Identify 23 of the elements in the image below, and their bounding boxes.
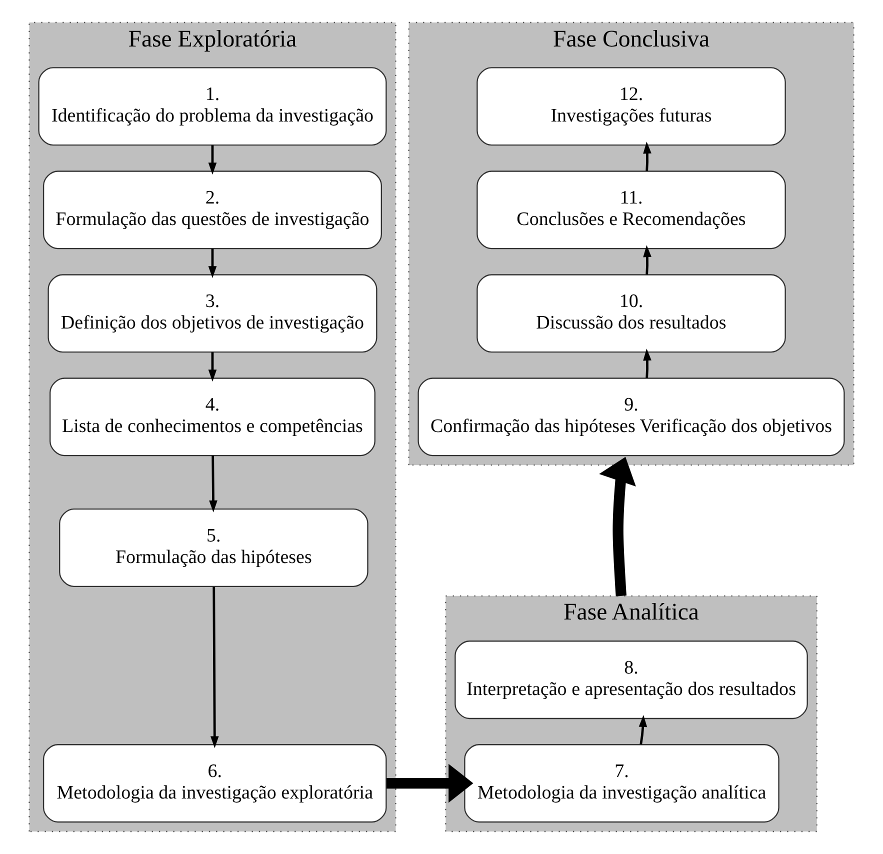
node-box: 3. Definição dos objetivos de investigação <box>48 274 378 353</box>
node-box: 1. Identificação do problema da investigação <box>38 67 387 146</box>
arrow <box>643 142 652 172</box>
arrow <box>599 456 636 596</box>
node-box: 11. Conclusões e Recomendações <box>476 170 786 250</box>
arrow <box>208 352 217 382</box>
arrow <box>638 715 648 745</box>
node-box: 7. Metodologia da investigação analítica <box>464 744 780 823</box>
arrow <box>208 248 217 278</box>
arrow <box>386 764 474 803</box>
arrow <box>643 348 652 378</box>
node-box: 2. Formulação das questões de investigação <box>42 170 382 250</box>
node-box: 6. Metodologia da investigação exploratória <box>42 744 387 823</box>
arrow <box>210 586 219 748</box>
node-box: 5. Formulação das hipóteses <box>59 508 368 587</box>
node-box: 12. Investigações futuras <box>476 67 786 146</box>
arrow <box>209 456 218 512</box>
node-box: 4. Lista de conhecimentos e competências <box>50 378 376 456</box>
node-box: 8. Interpretação e apresentação dos resultados <box>454 640 808 720</box>
arrow <box>208 145 217 175</box>
node-box: 10. Discussão dos resultados <box>476 274 786 353</box>
node-box: 9. Confirmação das hipóteses Verificação dos objetivos <box>418 378 845 456</box>
arrow <box>643 245 652 275</box>
